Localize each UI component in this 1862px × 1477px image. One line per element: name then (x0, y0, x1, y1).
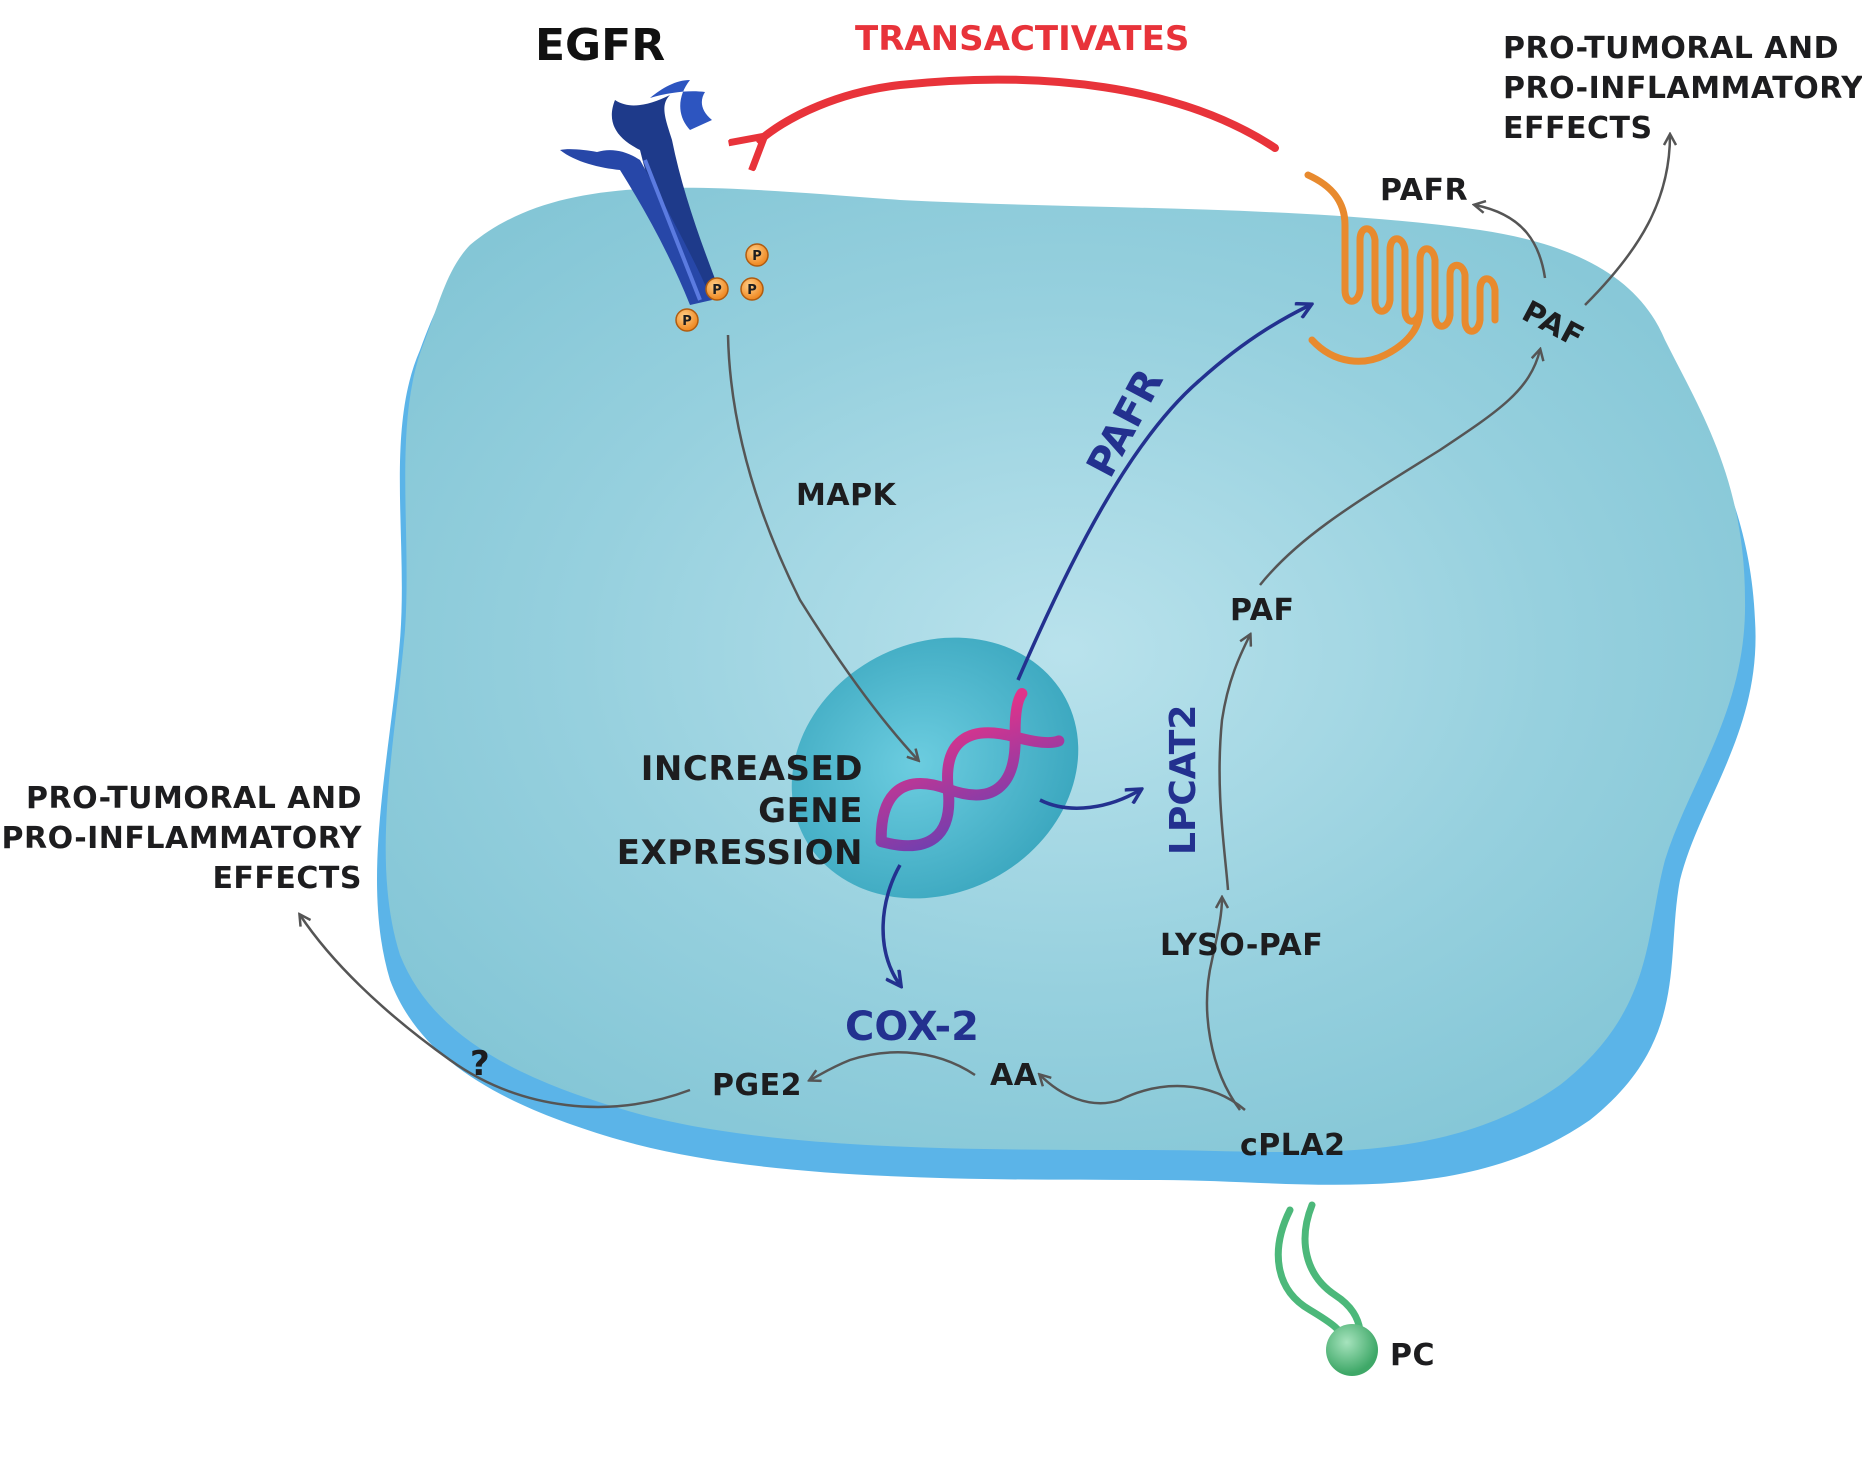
aa-label: AA (990, 1058, 1038, 1093)
egfr-receptor-icon (560, 80, 720, 305)
mapk-arrow (726, 334, 918, 760)
effects-left-line: PRO-INFLAMMATORY (2, 821, 363, 856)
phosphate-label: P (682, 314, 692, 329)
pge2-to-effects-arrow (300, 915, 691, 1109)
cell (377, 187, 1756, 1185)
blue-arrows (881, 305, 1310, 985)
gpcr-receptor-icon (1304, 171, 1499, 365)
gene-expression-line: EXPRESSION (617, 833, 863, 873)
paf-to-membrane-arrow (1259, 350, 1540, 586)
transactivates-arrow (760, 75, 1279, 148)
gene-expression-line: GENE (758, 791, 863, 831)
effects-left-line: PRO-TUMORAL AND (26, 781, 362, 816)
gene-expression-line: INCREASED (641, 749, 863, 789)
pafr-receptor-label: PAFR (1380, 173, 1468, 208)
phosphate-icon (745, 243, 769, 267)
phosphate-icon (675, 308, 699, 332)
effects-right-label: PRO-TUMORAL AND PRO-INFLAMMATORY EFFECTS (1503, 31, 1862, 146)
effects-left-label: PRO-TUMORAL AND PRO-INFLAMMATORY EFFECTS (2, 781, 363, 896)
lpcat2-label: LPCAT2 (1163, 705, 1204, 855)
cox2-label: COX-2 (845, 1004, 979, 1050)
pge2-label: PGE2 (712, 1068, 802, 1103)
phospholipid-icon (1274, 1201, 1378, 1376)
phosphate-group: P P P P (675, 243, 769, 332)
lyso-paf-label: LYSO-PAF (1160, 928, 1323, 963)
cell-body (385, 187, 1746, 1153)
nucleus (791, 637, 1079, 899)
aa-to-pge2-arrow (810, 1051, 976, 1080)
dna-helix-icon (875, 688, 1065, 851)
egfr-label: EGFR (535, 20, 665, 71)
phosphate-label: P (752, 249, 762, 264)
effects-right-line: EFFECTS (1503, 111, 1653, 146)
pc-label: PC (1390, 1338, 1435, 1373)
phosphate-label: P (712, 283, 722, 298)
effects-right-line: PRO-INFLAMMATORY (1503, 71, 1862, 106)
cpla2-to-aa-arrow (1040, 1075, 1246, 1111)
phosphate-icon (705, 277, 729, 301)
paf-to-effects-arrow (1584, 135, 1670, 306)
gray-arrows (300, 135, 1670, 1111)
paf-inside-label: PAF (1230, 593, 1294, 628)
gene-expression-label: INCREASED GENE EXPRESSION (617, 749, 863, 873)
effects-left-line: EFFECTS (212, 861, 362, 896)
dna-to-lpcat2-arrow (1039, 790, 1140, 810)
lysopaf-to-paf-arrow (1218, 635, 1250, 891)
dna-to-pafr-arrow (1016, 305, 1310, 681)
phosphate-label: P (747, 283, 757, 298)
effects-right-line: PRO-TUMORAL AND (1503, 31, 1839, 66)
transactivates-label: TRANSACTIVATES (855, 19, 1189, 59)
cpla2-label: cPLA2 (1240, 1128, 1345, 1163)
paf-to-pafr-arrow (1475, 205, 1547, 279)
question-mark: ? (470, 1044, 490, 1084)
dna-to-cox2-arrow (881, 864, 900, 985)
mapk-label: MAPK (796, 478, 898, 513)
phosphate-icon (740, 277, 764, 301)
cpla2-to-lysopaf-arrow (1205, 898, 1242, 1111)
